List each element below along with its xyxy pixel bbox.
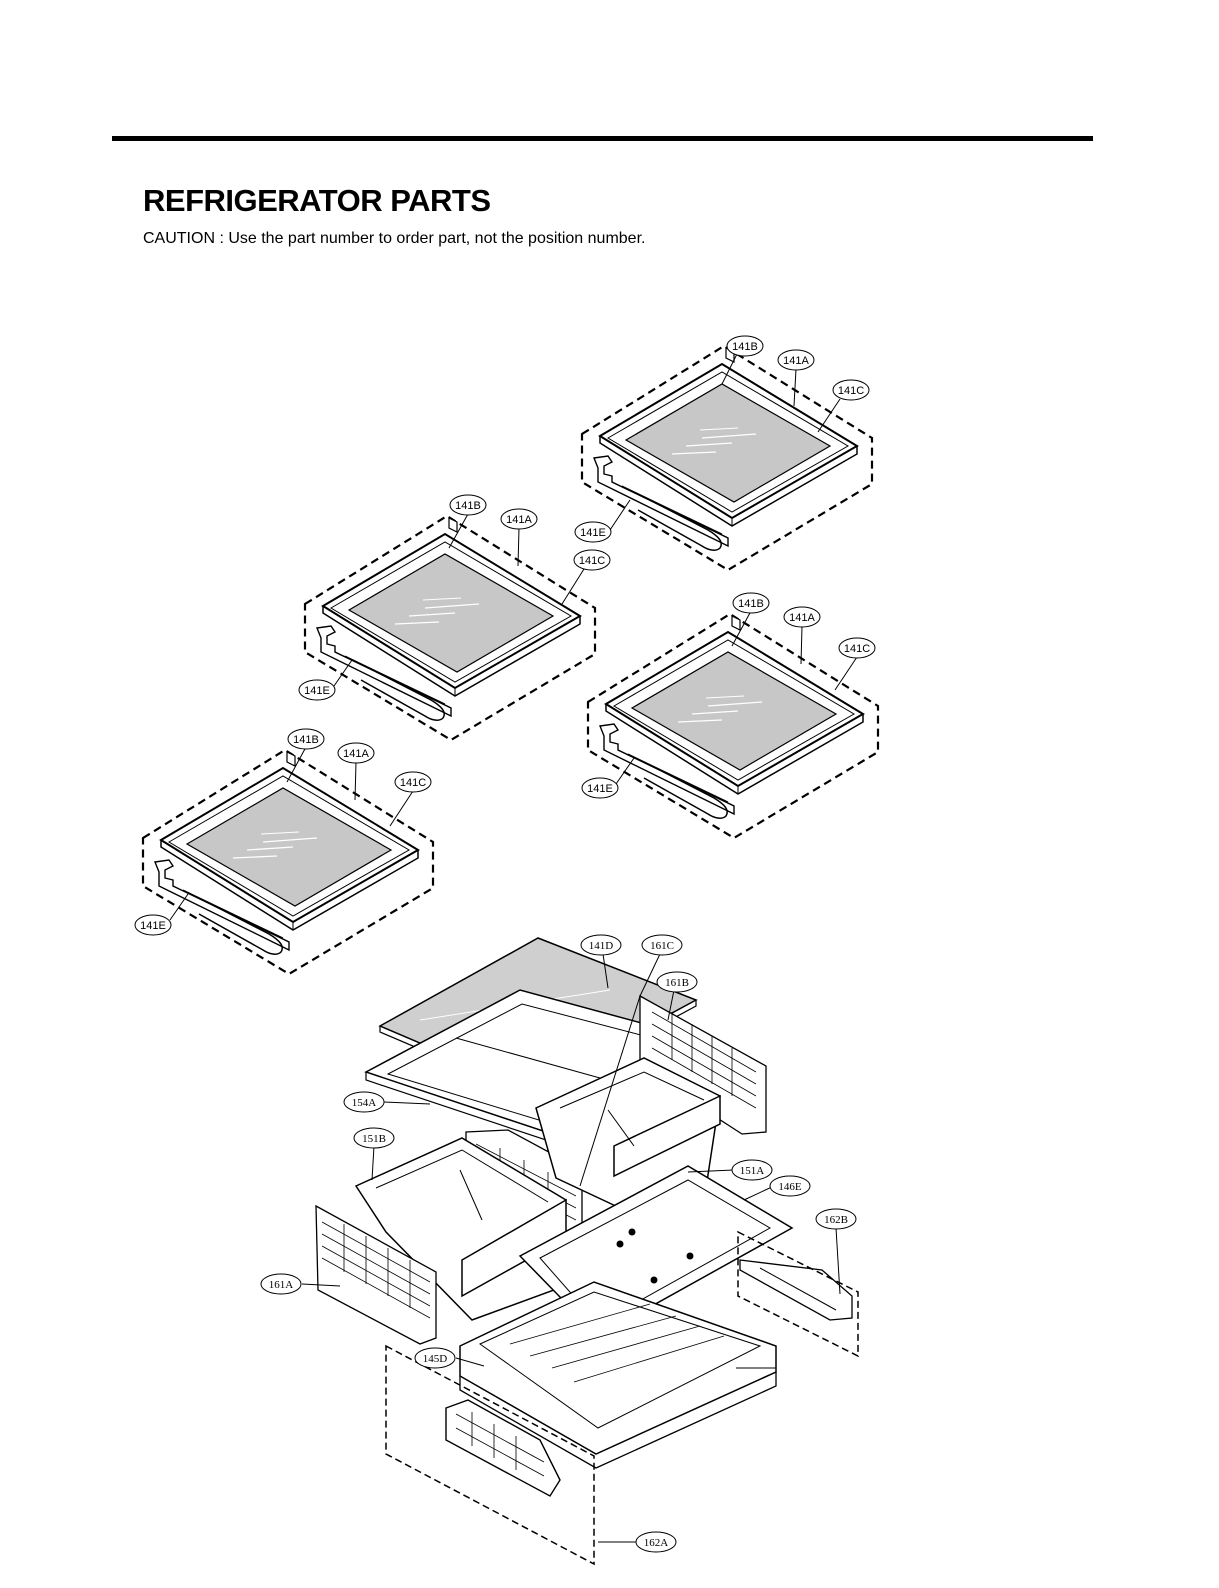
shelf4-141c-label: 141C bbox=[400, 777, 426, 789]
caution-note: CAUTION : Use the part number to order p… bbox=[143, 230, 646, 247]
shelf-assembly-3 bbox=[586, 612, 880, 840]
callout-161b-label: 161B bbox=[665, 977, 689, 989]
shelf2-141a-label: 141A bbox=[506, 514, 532, 526]
shelf-assembly-4 bbox=[141, 748, 435, 976]
shelf2-callout-141a: 141A bbox=[500, 508, 538, 530]
callout-161b: 161B bbox=[656, 971, 698, 993]
shelf-assembly-1 bbox=[580, 344, 874, 572]
shelf2-141b-label: 141B bbox=[455, 500, 481, 512]
shelf4-callout-141e: 141E bbox=[134, 914, 172, 936]
crisper-assembly bbox=[315, 937, 859, 1566]
shelf1-141c-label: 141C bbox=[838, 385, 864, 397]
callout-162a: 162A bbox=[635, 1531, 677, 1553]
shelf1-callout-141e: 141E bbox=[574, 521, 612, 543]
shelf1-141a-label: 141A bbox=[783, 355, 809, 367]
shelf1-141e-label: 141E bbox=[580, 527, 606, 539]
callout-161c-label: 161C bbox=[650, 940, 674, 952]
shelf3-141b-label: 141B bbox=[738, 598, 764, 610]
callout-154a: 154A bbox=[343, 1091, 385, 1113]
shelf3-141a-label: 141A bbox=[789, 612, 815, 624]
callout-151a-label: 151A bbox=[740, 1165, 765, 1177]
callout-141d: 141D bbox=[580, 934, 622, 956]
shelf4-callout-141b: 141B bbox=[287, 728, 325, 750]
shelf2-callout-141c: 141C bbox=[573, 549, 611, 571]
shelf1-callout-141a: 141A bbox=[777, 349, 815, 371]
callout-151a: 151A bbox=[731, 1159, 773, 1181]
shelf3-leaders bbox=[615, 610, 858, 785]
callout-145d: 145D bbox=[414, 1347, 456, 1369]
shelf1-callouts bbox=[609, 353, 841, 531]
shelf4-141b-label: 141B bbox=[293, 734, 319, 746]
shelf3-callout-141a: 141A bbox=[783, 606, 821, 628]
shelf4-leaders bbox=[169, 746, 414, 921]
callout-154a-label: 154A bbox=[352, 1097, 377, 1109]
callout-141d-label: 141D bbox=[589, 940, 614, 952]
shelf4-141e-label: 141E bbox=[140, 920, 166, 932]
shelf3-callout-141c: 141C bbox=[838, 637, 876, 659]
callout-162b-label: 162B bbox=[824, 1214, 848, 1226]
callout-146e: 146E bbox=[769, 1175, 811, 1197]
shelf4-callout-141a: 141A bbox=[337, 742, 375, 764]
callout-151b-label: 151B bbox=[362, 1133, 386, 1145]
callout-162a-label: 162A bbox=[644, 1537, 669, 1549]
page-title: REFRIGERATOR PARTS bbox=[143, 183, 491, 218]
shelf4-callout-141c: 141C bbox=[394, 771, 432, 793]
shelf2-callout-141e: 141E bbox=[298, 679, 336, 701]
shelf1-141b-label: 141B bbox=[732, 341, 758, 353]
shelf2-141c-label: 141C bbox=[579, 555, 605, 567]
callout-161c: 161C bbox=[641, 934, 683, 956]
shelf-assembly-2 bbox=[303, 514, 597, 742]
shelf3-callout-141b: 141B bbox=[732, 592, 770, 614]
shelf2-callout-141b: 141B bbox=[449, 494, 487, 516]
shelf1-callout-141c: 141C bbox=[832, 379, 870, 401]
right-side-cover bbox=[739, 1259, 853, 1321]
shelf3-141e-label: 141E bbox=[587, 783, 613, 795]
left-rail bbox=[315, 1204, 437, 1345]
callout-146e-label: 146E bbox=[778, 1181, 802, 1193]
shelf4-141a-label: 141A bbox=[343, 748, 369, 760]
shelf2-leaders bbox=[333, 513, 585, 687]
shelf2-141e-label: 141E bbox=[304, 685, 330, 697]
shelf3-callout-141e: 141E bbox=[581, 777, 619, 799]
top-rule bbox=[112, 136, 1093, 141]
callout-145d-label: 145D bbox=[423, 1353, 448, 1365]
shelf1-callout-141b: 141B bbox=[726, 335, 764, 357]
shelf3-141c-label: 141C bbox=[844, 643, 870, 655]
callout-151b: 151B bbox=[353, 1127, 395, 1149]
callout-161a-label: 161A bbox=[269, 1279, 294, 1291]
callout-161a: 161A bbox=[260, 1273, 302, 1295]
drawer-leaders bbox=[301, 953, 841, 1543]
callout-162b: 162B bbox=[815, 1208, 857, 1230]
